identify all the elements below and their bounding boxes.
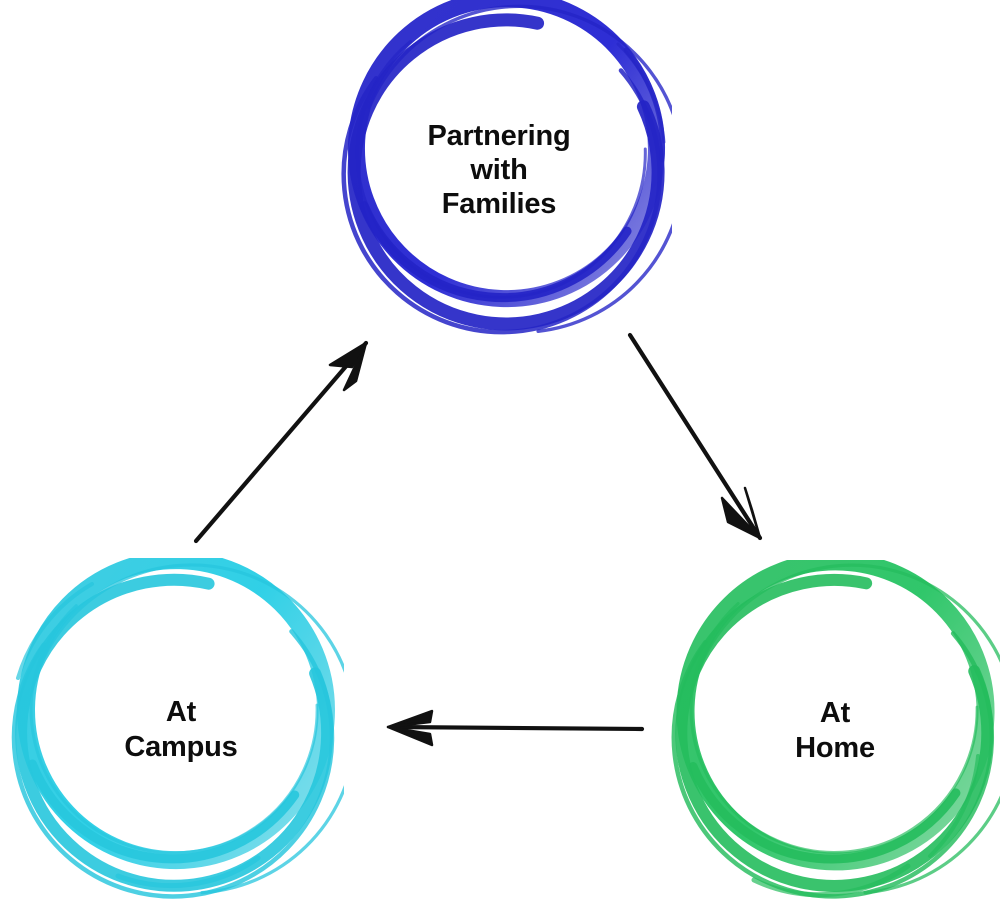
cyan-brush-circle-icon	[11, 558, 344, 899]
blue-brush-circle-icon	[341, 0, 672, 335]
green-brush-circle-icon	[671, 560, 1000, 899]
at-campus-node[interactable]: At Campus	[0, 558, 344, 901]
arrow-home-to-campus[interactable]	[386, 709, 645, 747]
partnering-with-families-node[interactable]: Partnering with Families	[326, 0, 672, 340]
arrow-partnering-to-home[interactable]	[627, 332, 763, 541]
at-home-node[interactable]: At Home	[658, 560, 1000, 901]
arrow-campus-to-partnering[interactable]	[193, 340, 369, 544]
